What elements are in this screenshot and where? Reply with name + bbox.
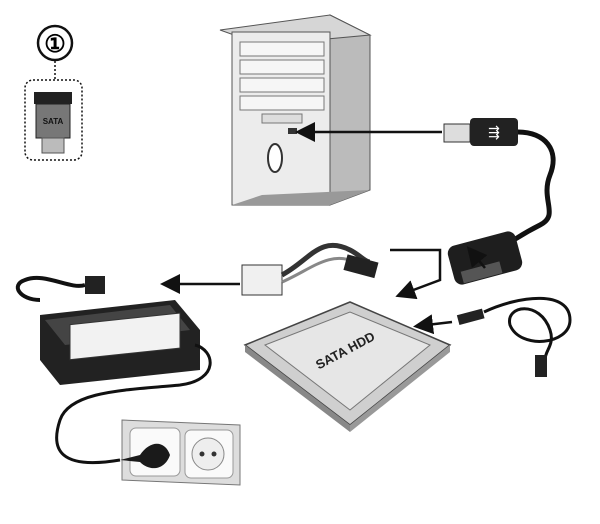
usb-symbol-icon: ⇶ [488, 124, 500, 140]
arrow-to-adapter [466, 246, 488, 269]
inset-frame [24, 79, 83, 161]
power-button [267, 143, 283, 173]
sata-data-cable [413, 296, 572, 377]
pc-tower [219, 14, 372, 206]
molex-sata-power-cable [160, 242, 442, 300]
step-number-circle [36, 24, 74, 62]
sata-hard-drive: SATA HDD [243, 301, 452, 432]
sata-connector-icon: SATA [34, 92, 72, 154]
wall-outlet [120, 419, 241, 486]
usb-cable: ⇶ [295, 118, 556, 248]
usb-port [288, 128, 297, 134]
power-adapter-brick [15, 275, 212, 465]
arrow-to-hdd-power [390, 248, 442, 300]
arrow-to-hdd-data [413, 314, 453, 335]
step-inset: ① SATA [24, 24, 83, 161]
inset-connector-label: SATA [43, 117, 64, 126]
power-plug-icon [120, 443, 170, 469]
usb-ide-sata-adapter [447, 231, 523, 285]
step-number: ① [44, 31, 66, 58]
